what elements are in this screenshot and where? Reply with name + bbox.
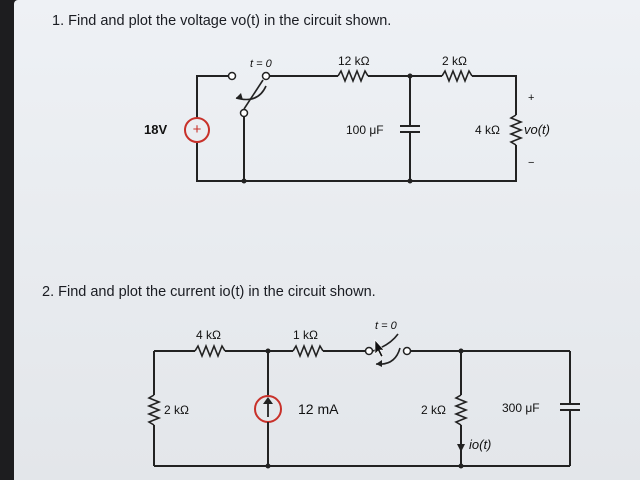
c1-switch-contact-bottom bbox=[239, 108, 249, 118]
c2-node-top-source bbox=[265, 348, 271, 354]
c1-wire-top-right bbox=[472, 75, 517, 115]
c1-switch-arrowhead bbox=[236, 93, 243, 100]
c1-r1-label: 12 kΩ bbox=[338, 54, 370, 68]
c1-switch-blade bbox=[243, 79, 264, 110]
c2-r1-label: 4 kΩ bbox=[196, 328, 221, 342]
c2-node-bottom-right bbox=[458, 463, 464, 469]
c2-r3-label: 2 kΩ bbox=[164, 403, 189, 417]
paper-sheet bbox=[14, 0, 640, 480]
c2-node-top-right bbox=[458, 348, 464, 354]
problem-2-text: Find and plot the current io(t) in the c… bbox=[58, 284, 376, 300]
c1-switch-label: t = 0 bbox=[250, 58, 273, 70]
c1-minus-label: − bbox=[528, 157, 534, 169]
circuit-2: 4 kΩ 1 kΩ t = 0 2 kΩ 12 mA 2 kΩ 300 μF i… bbox=[146, 320, 580, 469]
c1-r3-label: 4 kΩ bbox=[475, 123, 500, 137]
c2-resistor-right-2k bbox=[453, 394, 469, 426]
problem-2-statement: 2. Find and plot the current io(t) in th… bbox=[42, 284, 376, 300]
c1-r2-label: 2 kΩ bbox=[442, 54, 467, 68]
c1-switch-contact-left bbox=[227, 71, 237, 81]
c2-resistor-4k bbox=[194, 343, 226, 359]
c1-resistor-4k bbox=[508, 114, 524, 146]
c2-io-arrowhead-icon bbox=[457, 444, 465, 452]
problem-1-text: Find and plot the voltage vo(t) in the c… bbox=[68, 13, 392, 29]
c2-r2-label: 1 kΩ bbox=[293, 328, 318, 342]
c2-cap-label: 300 μF bbox=[502, 401, 540, 415]
c2-node-bottom-source bbox=[265, 463, 271, 469]
c2-switch-arrowhead bbox=[376, 360, 382, 367]
c1-node-bottom bbox=[407, 178, 413, 184]
c1-node-bottom-left bbox=[241, 178, 247, 184]
c2-resistor-1k bbox=[292, 343, 324, 359]
c1-wire-left-top bbox=[196, 75, 228, 118]
c1-resistor-2k bbox=[441, 68, 473, 84]
c1-source-label: 18V bbox=[144, 122, 167, 137]
c1-plus-label: + bbox=[528, 92, 534, 104]
c2-switch-contact-right bbox=[402, 346, 412, 356]
mouse-cursor-icon bbox=[374, 339, 385, 358]
c1-resistor-12k bbox=[337, 68, 369, 84]
circuit-1: + t = 0 12 kΩ 2 kΩ 18V 100 μF 4 kΩ vo(t)… bbox=[144, 54, 550, 184]
c1-voltage-source bbox=[184, 117, 210, 143]
c2-io-label: io(t) bbox=[469, 437, 491, 452]
c2-source-label: 12 mA bbox=[298, 401, 339, 417]
problem-1-statement: 1. Find and plot the voltage vo(t) in th… bbox=[52, 13, 391, 29]
c2-switch-label: t = 0 bbox=[375, 320, 398, 332]
c1-wire-bottom bbox=[196, 142, 517, 182]
c2-r4-label: 2 kΩ bbox=[421, 403, 446, 417]
c2-source-arrow-icon bbox=[263, 397, 273, 404]
c1-vo-label: vo(t) bbox=[524, 122, 550, 137]
c1-switch-contact-right bbox=[261, 71, 271, 81]
c1-cap-label: 100 μF bbox=[346, 123, 384, 137]
problem-2-number: 2. bbox=[42, 284, 55, 300]
c1-source-sign: + bbox=[193, 121, 202, 138]
problem-1-number: 1. bbox=[52, 13, 65, 29]
c2-resistor-left-2k bbox=[146, 394, 162, 426]
c2-switch-contact-left bbox=[364, 346, 374, 356]
